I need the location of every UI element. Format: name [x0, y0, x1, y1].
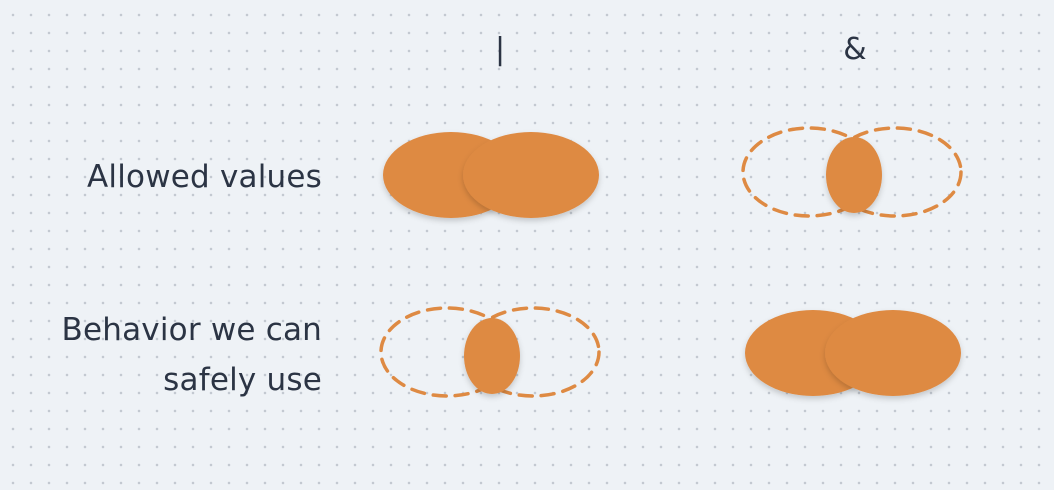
- row-label-behavior: Behavior we can safely use: [62, 305, 322, 405]
- intersection-diagram: [741, 126, 963, 218]
- overlap-region: [826, 137, 882, 213]
- cell-allowed-values-and: [732, 115, 972, 235]
- cell-behavior-or: [370, 293, 610, 413]
- union-diagram: [745, 310, 961, 396]
- column-header-and: &: [843, 32, 867, 67]
- column-header-or: |: [494, 32, 506, 67]
- intersection-diagram: [379, 306, 601, 398]
- right-set-ellipse: [463, 132, 599, 218]
- union-diagram: [383, 132, 599, 218]
- row-label-line: safely use: [163, 362, 322, 398]
- cell-allowed-values-or: [370, 115, 610, 235]
- row-label-allowed-values: Allowed values: [87, 152, 322, 202]
- row-label-line: Behavior we can: [61, 312, 322, 348]
- overlap-region: [464, 318, 520, 394]
- right-set-ellipse: [825, 310, 961, 396]
- row-label-line: Allowed values: [87, 159, 322, 195]
- cell-behavior-and: [732, 293, 972, 413]
